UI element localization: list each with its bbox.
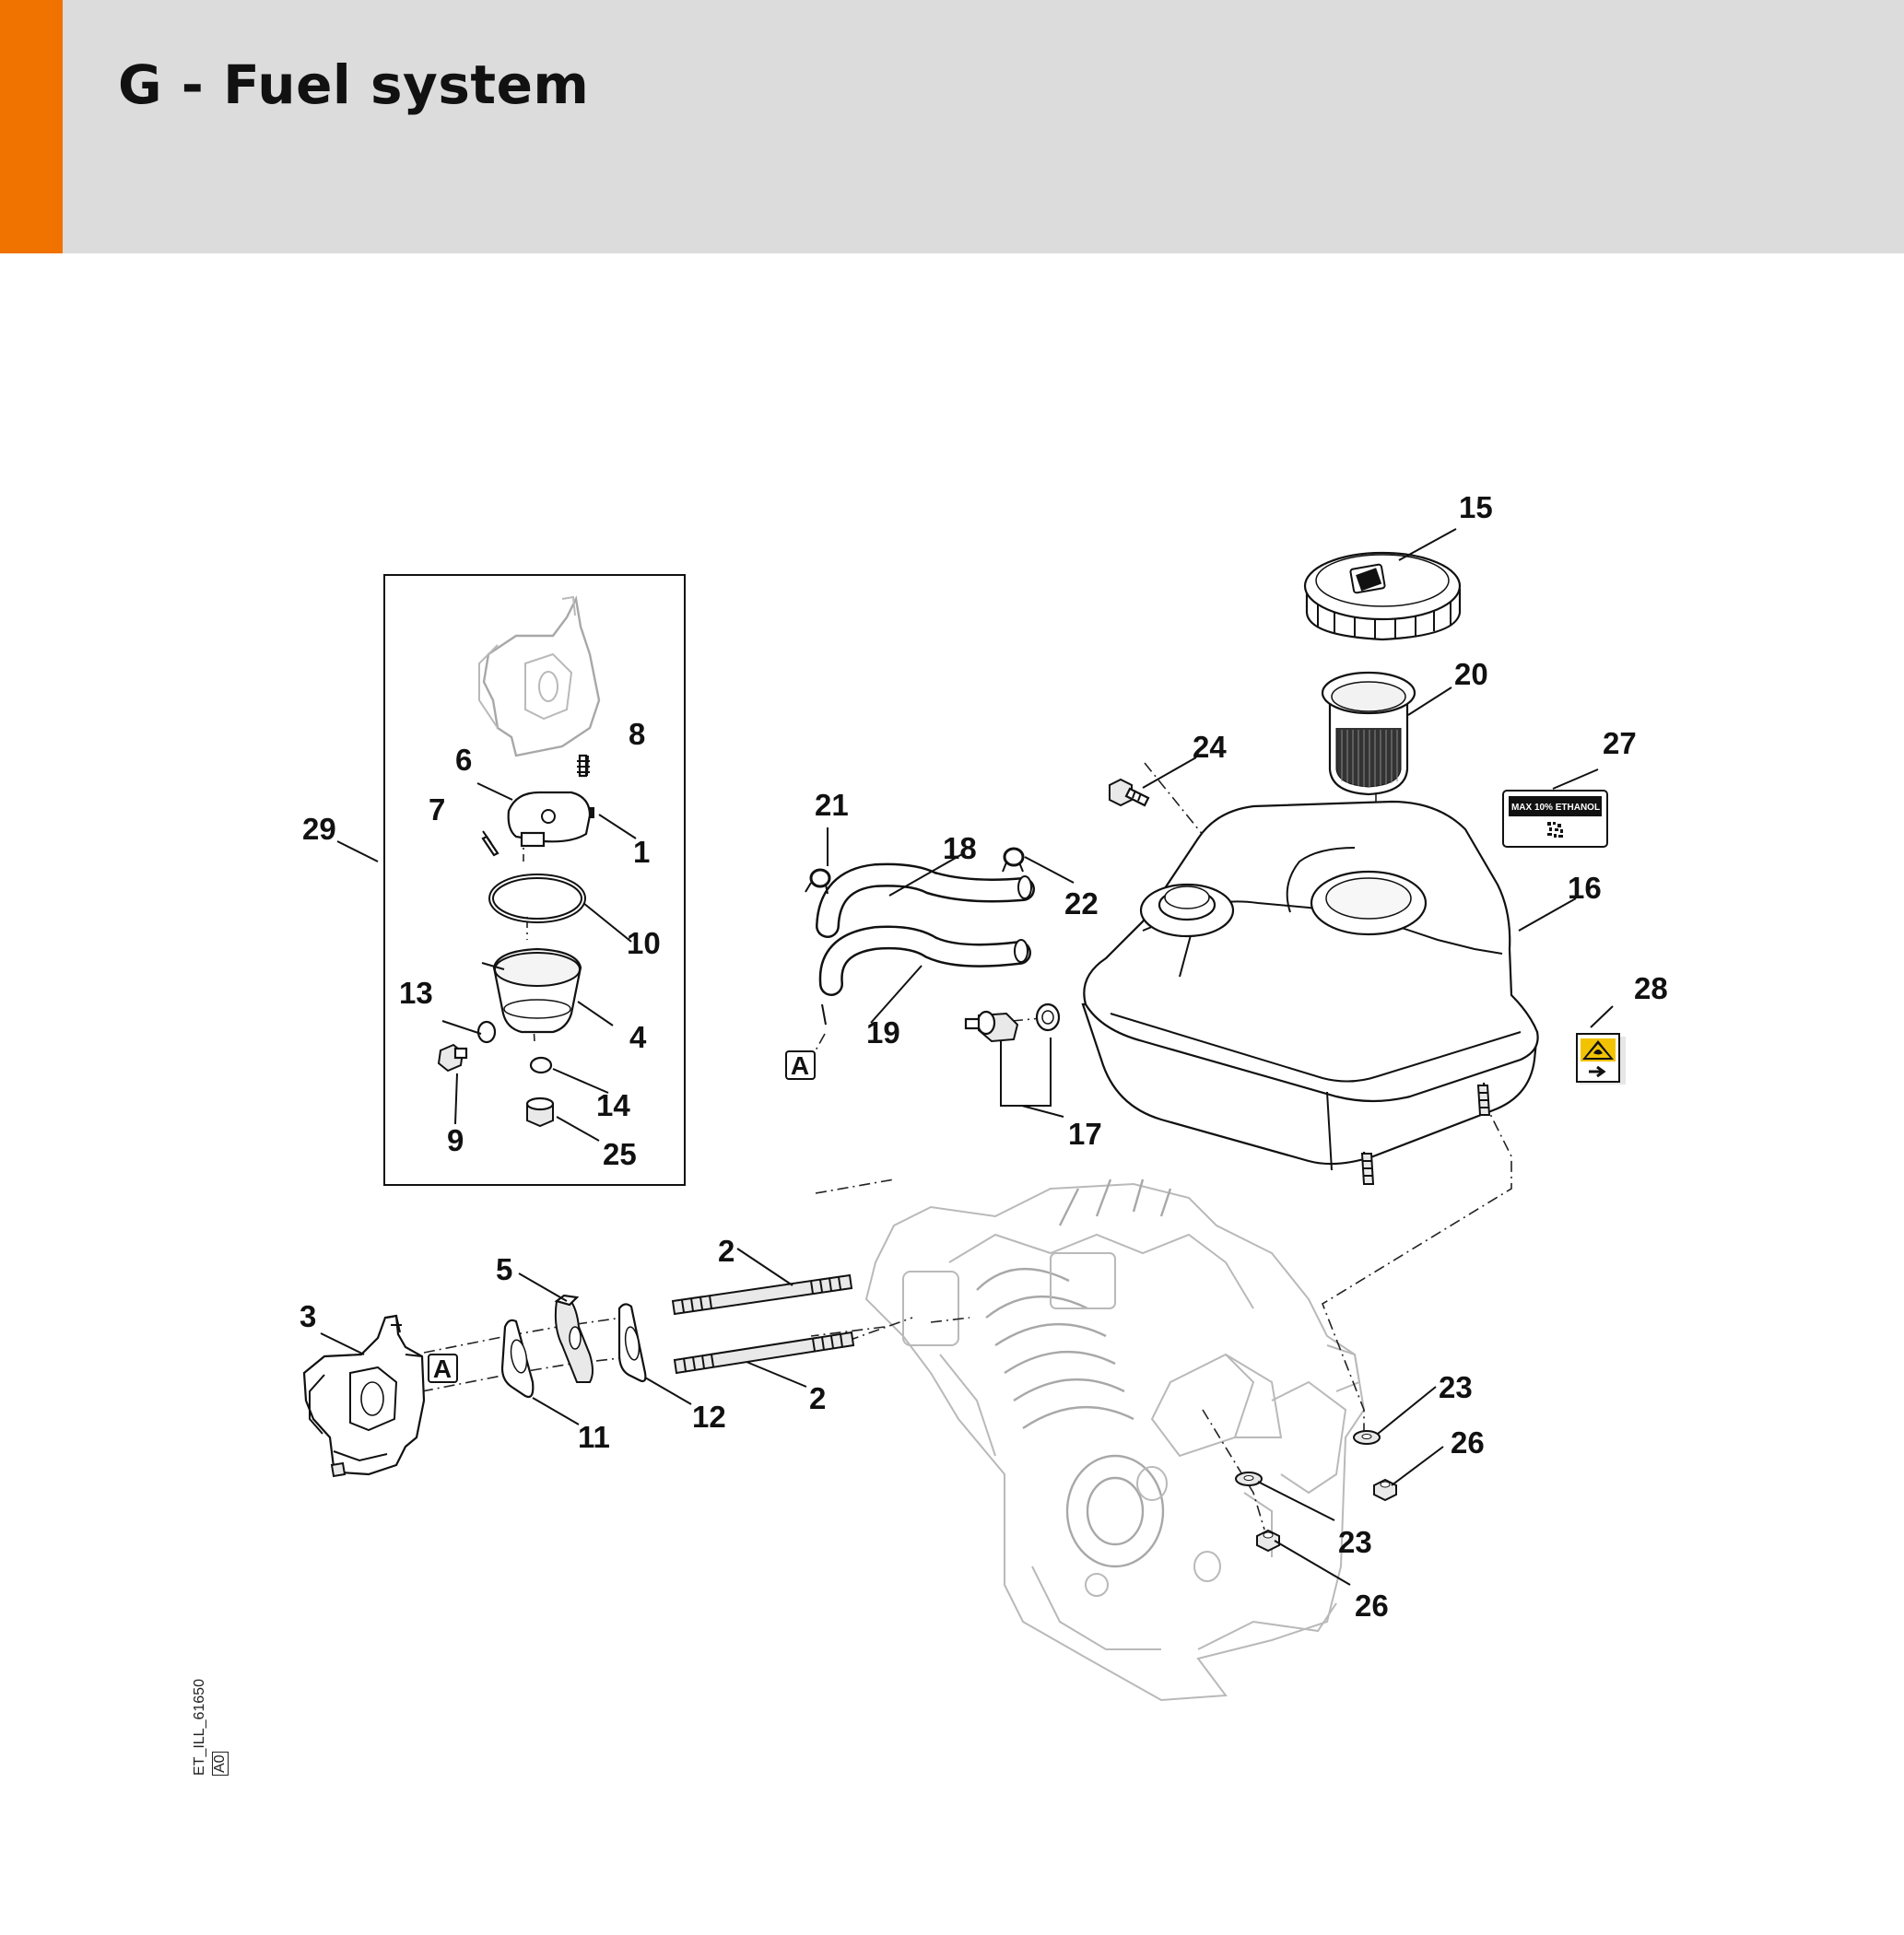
illustration-revision: A0 xyxy=(212,1752,229,1776)
part-11-gasket xyxy=(500,1319,535,1399)
part-14-oring xyxy=(529,1056,553,1074)
callout-13: 13 xyxy=(399,976,433,1010)
view-reference-a-hose-text: A xyxy=(791,1051,809,1080)
callout-4: 4 xyxy=(629,1020,647,1054)
part-7-pin xyxy=(481,835,500,857)
part-1-pin xyxy=(590,807,594,818)
callout-16: 16 xyxy=(1568,871,1602,905)
detail-carburetor-ghost xyxy=(478,595,601,757)
leader-lines xyxy=(320,528,1614,1586)
callout-26-left: 26 xyxy=(1355,1589,1389,1623)
part-20-strainer xyxy=(1321,671,1416,796)
part-10-gasket xyxy=(488,874,586,923)
detail-box xyxy=(383,574,686,1186)
part-21-clamp xyxy=(805,868,831,895)
part-9-screw xyxy=(437,1043,468,1073)
callout-17: 17 xyxy=(1068,1117,1102,1151)
callout-11: 11 xyxy=(578,1420,610,1454)
part-24-bolt xyxy=(1109,778,1150,807)
callout-7: 7 xyxy=(429,792,445,827)
label-27-text: MAX 10% ETHANOL xyxy=(1511,803,1600,813)
callout-27: 27 xyxy=(1603,726,1637,760)
part-26-nut-left xyxy=(1256,1529,1280,1553)
callout-29: 29 xyxy=(302,812,336,846)
callout-8: 8 xyxy=(629,717,645,751)
part-6-housing xyxy=(507,791,592,848)
callout-9: 9 xyxy=(447,1123,464,1157)
label-27-max-ethanol: MAX 10% ETHANOL xyxy=(1502,790,1608,848)
part-18-hose xyxy=(816,862,1035,938)
illustration-id: ET_ILL_61650 xyxy=(192,1679,207,1776)
callout-10: 10 xyxy=(627,926,661,960)
part-19-hose xyxy=(818,925,1031,996)
callout-21: 21 xyxy=(815,788,849,822)
callout-2-upper: 2 xyxy=(718,1234,735,1268)
part-12-gasket xyxy=(617,1303,647,1383)
part-25-bolt xyxy=(525,1096,555,1128)
part-22-clamp xyxy=(1002,847,1025,873)
callout-numbers: 15 20 24 27 21 18 22 16 29 6 8 7 1 10 13… xyxy=(300,490,1668,1623)
view-reference-a-carb-text: A xyxy=(433,1354,452,1383)
part-13-washer xyxy=(476,1020,497,1044)
callout-14: 14 xyxy=(596,1088,630,1122)
part-4-float-bowl xyxy=(492,947,582,1034)
page-title: G - Fuel system xyxy=(118,53,590,116)
label-28-warning xyxy=(1576,1033,1626,1085)
part-23-washer-right xyxy=(1353,1430,1381,1445)
callout-23-left: 23 xyxy=(1338,1525,1372,1559)
engine-block-ghost xyxy=(864,1179,1366,1702)
header-band xyxy=(0,0,1904,253)
callout-6: 6 xyxy=(455,743,472,777)
callout-3: 3 xyxy=(300,1299,316,1333)
part-23-washer-left xyxy=(1235,1472,1263,1486)
callout-20: 20 xyxy=(1454,657,1488,691)
part-2-stud-upper xyxy=(671,1273,853,1316)
view-reference-a-carb: A xyxy=(428,1354,458,1383)
part-2-stud-lower xyxy=(673,1331,855,1375)
part-26-nut-right xyxy=(1373,1478,1397,1502)
part-5-spacer xyxy=(554,1294,594,1383)
view-reference-a-hose: A xyxy=(785,1050,816,1080)
callout-24: 24 xyxy=(1193,730,1227,764)
part-17-fuel-valve xyxy=(964,1003,1061,1043)
callout-12: 12 xyxy=(692,1400,726,1434)
callout-1: 1 xyxy=(633,835,650,869)
callout-28: 28 xyxy=(1634,971,1668,1005)
callout-26-right: 26 xyxy=(1451,1425,1485,1460)
callout-2-lower: 2 xyxy=(809,1381,826,1415)
callout-22: 22 xyxy=(1064,886,1099,921)
part-16-fuel-tank xyxy=(1081,800,1539,1185)
callout-18: 18 xyxy=(943,831,977,865)
part-3-carburetor xyxy=(302,1314,426,1478)
callout-19: 19 xyxy=(866,1015,900,1050)
part-15-fuel-cap xyxy=(1303,551,1462,641)
callout-5: 5 xyxy=(496,1252,512,1286)
callout-15: 15 xyxy=(1459,490,1493,524)
accent-bar xyxy=(0,0,63,253)
callout-23-right: 23 xyxy=(1439,1370,1473,1404)
callout-25: 25 xyxy=(603,1137,637,1171)
